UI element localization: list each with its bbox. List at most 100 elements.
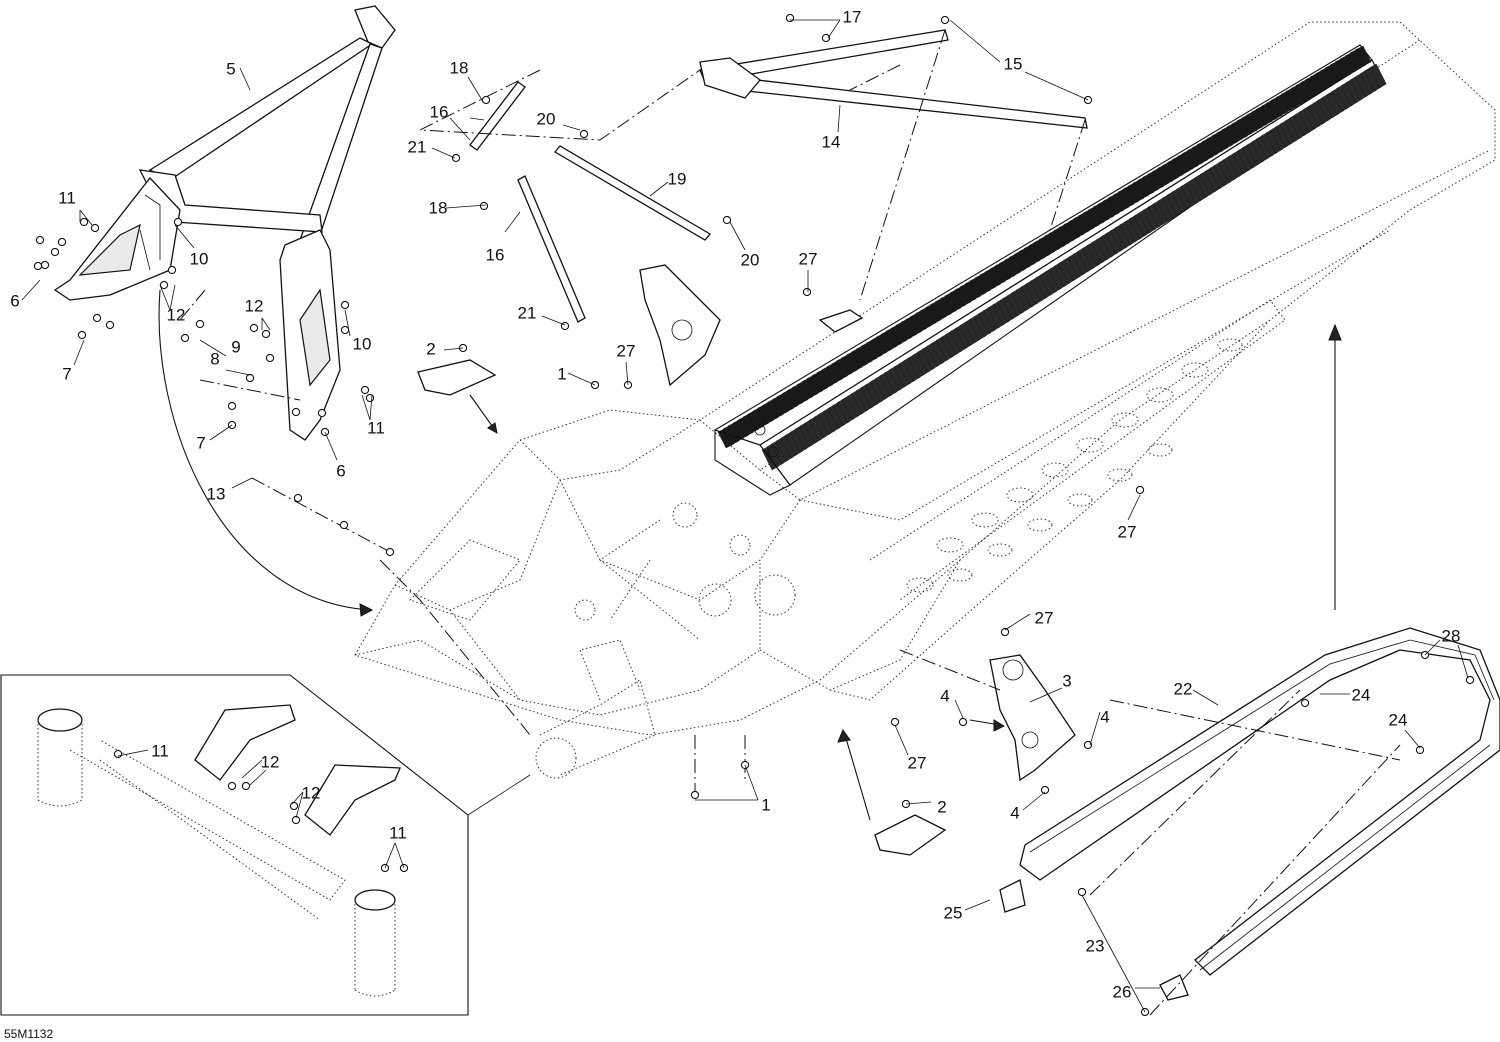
tunnel-frame [354,21,1496,779]
fastener [317,408,327,418]
inset-bracket-lower [304,764,401,836]
callout-c12a: 12 [167,305,186,324]
callout-c11a: 11 [58,188,76,207]
end-cap-25 [999,879,1026,913]
heat-exchanger [713,44,1387,496]
callout-c1b: 1 [761,795,770,814]
fastener [289,801,299,811]
fastener [167,265,177,275]
fastener [227,781,237,791]
callout-c21a: 21 [408,137,427,156]
callout-c20b: 20 [741,250,760,269]
fastener [90,223,100,233]
fastener [940,15,950,25]
fastener [1300,698,1310,708]
end-cap-26 [1159,974,1189,1001]
arrows [158,289,1342,821]
fin [1369,63,1387,89]
fastener [1135,485,1145,495]
callout-c1a: 1 [557,364,566,383]
callout-c22: 22 [1174,679,1193,698]
fastener [92,313,102,323]
callout-c28: 28 [1442,626,1461,645]
callout-c2b: 2 [937,797,946,816]
fastener [890,717,900,727]
callout-c6b: 6 [336,461,345,480]
heat-exchanger-fins [717,45,1387,471]
fastener [291,815,301,825]
callout-c25: 25 [944,903,963,922]
callout-c6a: 6 [10,291,19,310]
callout-c3: 3 [1062,671,1071,690]
fastener [159,280,169,290]
fastener [802,287,812,297]
callout-c27a: 27 [799,249,818,268]
callout-c4b: 4 [1100,707,1109,726]
callout-c7a: 7 [62,364,71,383]
fastener [249,323,259,333]
callout-c4a: 4 [940,686,949,705]
fastener [785,13,795,23]
callout-c10a: 10 [190,249,209,268]
callout-c9: 9 [231,337,240,356]
fastener [195,319,205,329]
footrest-2-lower [874,814,947,856]
fastener [265,353,275,363]
leader-lines [21,19,1469,1013]
fastener [291,407,301,417]
fastener [385,547,395,557]
fastener [1040,785,1050,795]
callout-c14: 14 [822,132,841,151]
fastener [365,393,375,403]
callout-c11d: 11 [389,823,407,842]
clip-27 [818,309,864,333]
callout-c11c: 11 [151,741,169,760]
callout-c2a: 2 [426,339,435,358]
footrest-2-upper [417,359,497,396]
fastener [40,260,50,270]
fastener [690,790,700,800]
callout-c11b: 11 [367,418,385,437]
fastener [35,235,45,245]
callout-c24b: 24 [1389,710,1408,729]
rod-16-lower [517,175,586,323]
fastener [293,493,303,503]
fastener [339,520,349,530]
fastener [560,321,570,331]
callout-c18b: 18 [429,198,448,217]
fastener [479,201,489,211]
callout-c27b: 27 [617,341,636,360]
fastener [33,261,43,271]
fastener [50,247,60,257]
callout-c12b: 12 [245,296,264,315]
callout-c13: 13 [207,484,226,503]
fastener [481,95,491,105]
fastener [451,153,461,163]
fastener [77,330,87,340]
fastener [1083,740,1093,750]
callout-c4c: 4 [1010,803,1019,822]
strut-14 [737,77,1088,129]
rod-16-upper [469,81,526,151]
fastener [173,217,183,227]
fastener [579,129,589,139]
side-cutouts [906,338,1243,593]
fastener [105,320,115,330]
inset-bracket-upper [194,704,296,781]
callout-c26: 26 [1113,982,1132,1001]
callout-c19: 19 [668,169,687,188]
struts [469,29,1088,323]
fastener [113,749,123,759]
fastener [360,385,370,395]
callout-c16b: 16 [486,245,505,264]
fastener [79,217,89,227]
callout-c20a: 20 [537,109,556,128]
callout-c24a: 24 [1352,685,1371,704]
callout-c27d: 27 [1035,608,1054,627]
assembly-lines [179,29,1401,1016]
callout-c12d: 12 [302,783,321,802]
callout-c12c: 12 [261,752,280,771]
